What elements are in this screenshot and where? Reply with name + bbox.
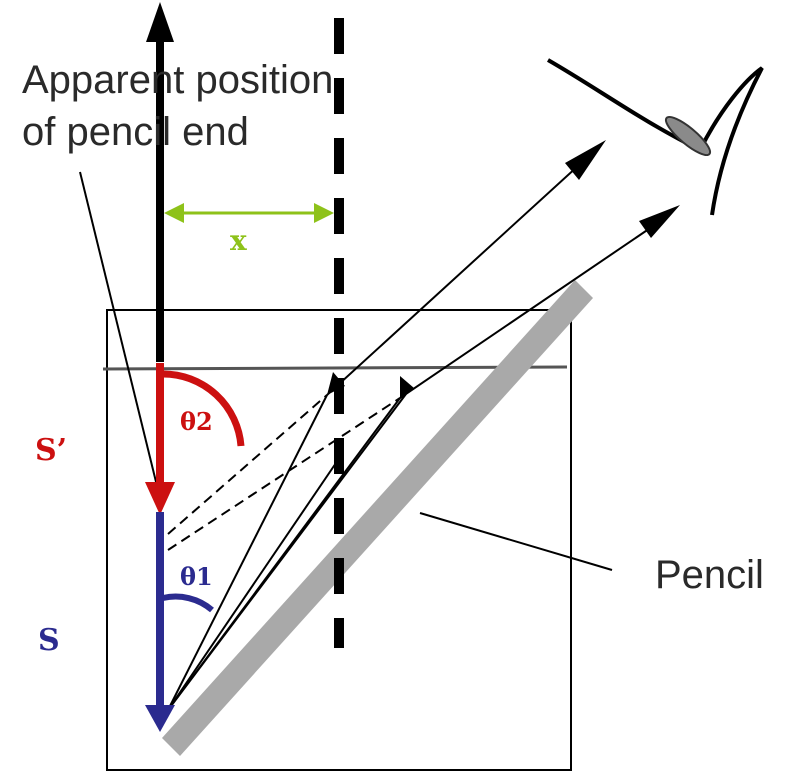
apparent-label-line1: Apparent position — [22, 58, 333, 102]
normal-arrowhead — [146, 2, 174, 42]
refracted-arrowhead-1 — [565, 140, 606, 180]
refracted-ray-2 — [399, 217, 666, 399]
theta2-arc — [162, 370, 245, 447]
s-prime-label: S’ — [35, 433, 67, 468]
refracted-arrowhead-2 — [639, 205, 680, 238]
x-label: x — [230, 224, 247, 257]
pencil-shape — [162, 280, 593, 756]
s-label: S — [38, 623, 60, 658]
pencil-label: Pencil — [655, 553, 764, 597]
theta1-arc — [162, 593, 214, 613]
apparent-callout-line — [79, 171, 159, 491]
refracted-ray-1 — [326, 154, 591, 396]
ray-arrowhead-1 — [327, 372, 345, 395]
virtual-ray-1 — [167, 394, 328, 535]
pencil-callout-line — [419, 512, 613, 571]
water-surface-line — [102, 365, 568, 371]
eye-icon — [547, 58, 764, 216]
real-ray-3 — [167, 459, 339, 711]
apparent-label-line2: of pencil end — [22, 110, 249, 154]
ray-arrowhead-2 — [400, 376, 414, 398]
water-container — [106, 309, 572, 771]
virtual-ray-2 — [167, 397, 401, 551]
real-ray-4 — [167, 393, 407, 711]
x-arrowhead-left — [164, 203, 184, 223]
theta2-label: θ2 — [180, 407, 213, 436]
s-prime-arrowhead — [145, 482, 175, 515]
s-arrowhead — [145, 705, 175, 732]
real-ray-1 — [167, 394, 328, 711]
x-arrowhead-right — [314, 203, 334, 223]
theta1-label: θ1 — [180, 562, 213, 591]
